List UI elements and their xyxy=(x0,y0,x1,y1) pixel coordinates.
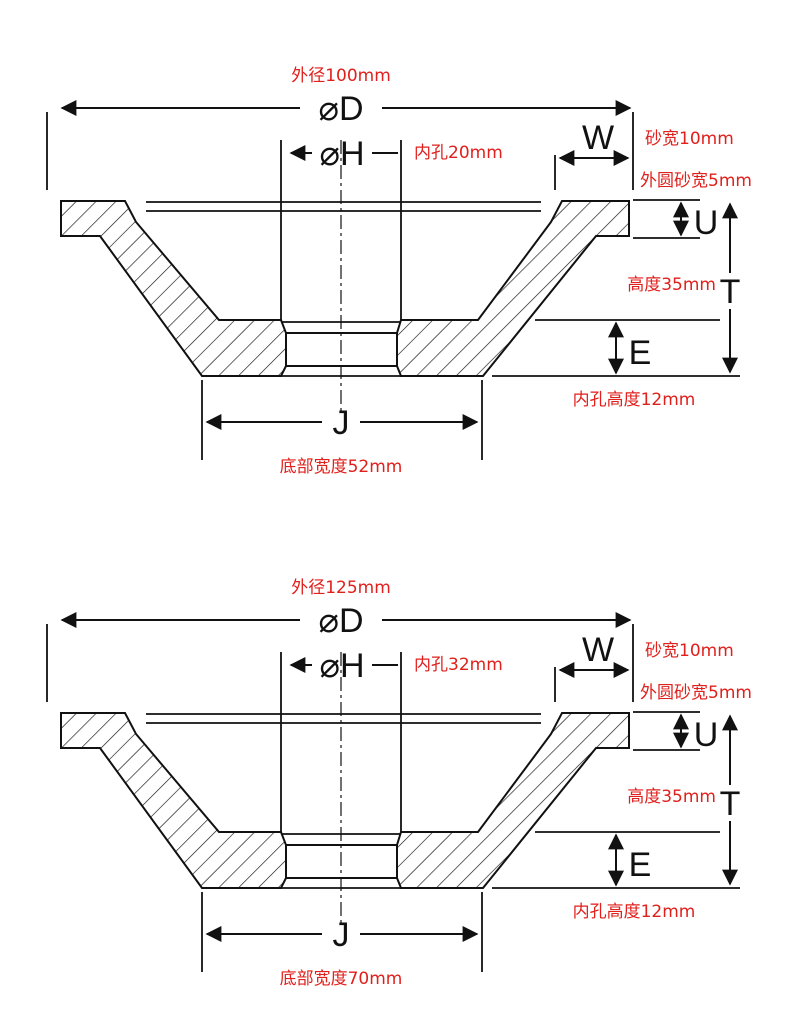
hole-height-label: 内孔高度12mm xyxy=(573,902,696,922)
d-symbol: ⌀D xyxy=(318,90,363,128)
w-symbol: W xyxy=(582,119,614,157)
cup-profile-left xyxy=(60,712,287,889)
w-symbol: W xyxy=(582,631,614,669)
j-symbol: J xyxy=(333,916,350,954)
outer-sand-width-label: 外圆砂宽5mm xyxy=(640,683,752,703)
outer-diameter-label: 外径125mm xyxy=(291,578,391,598)
j-symbol: J xyxy=(333,404,350,442)
bottom-width-label: 底部宽度70mm xyxy=(280,969,403,989)
height-label: 高度35mm xyxy=(627,275,716,295)
h-symbol: ⌀H xyxy=(319,647,364,685)
sand-width-label: 砂宽10mm xyxy=(645,129,734,149)
drawing-2: ⌀D 外径125mm ⌀H 内孔32mm W 砂宽10mm 外圆砂宽5mm U … xyxy=(46,578,752,989)
cup-profile-left xyxy=(60,200,287,377)
h-symbol: ⌀H xyxy=(319,135,364,173)
bottom-width-label: 底部宽度52mm xyxy=(280,457,403,477)
drawing-1: ⌀D 外径100mm ⌀H 内孔20mm W 砂宽10mm 外圆砂宽5mm U … xyxy=(46,66,752,477)
u-symbol: U xyxy=(694,204,719,242)
cup-profile-right xyxy=(396,712,630,889)
hole-label: 内孔20mm xyxy=(414,143,503,163)
e-symbol: E xyxy=(629,846,652,884)
t-label-bg xyxy=(715,273,745,309)
hole-height-label: 内孔高度12mm xyxy=(573,390,696,410)
t-symbol: T xyxy=(720,785,741,823)
t-label-bg xyxy=(715,785,745,821)
height-label: 高度35mm xyxy=(627,787,716,807)
sand-width-label: 砂宽10mm xyxy=(645,641,734,661)
hole-label: 内孔32mm xyxy=(414,655,503,675)
d-symbol: ⌀D xyxy=(318,602,363,640)
u-symbol: U xyxy=(694,716,719,754)
t-symbol: T xyxy=(720,273,741,311)
outer-diameter-label: 外径100mm xyxy=(291,66,391,86)
cup-profile-right xyxy=(396,200,630,377)
outer-sand-width-label: 外圆砂宽5mm xyxy=(640,171,752,191)
e-symbol: E xyxy=(629,334,652,372)
